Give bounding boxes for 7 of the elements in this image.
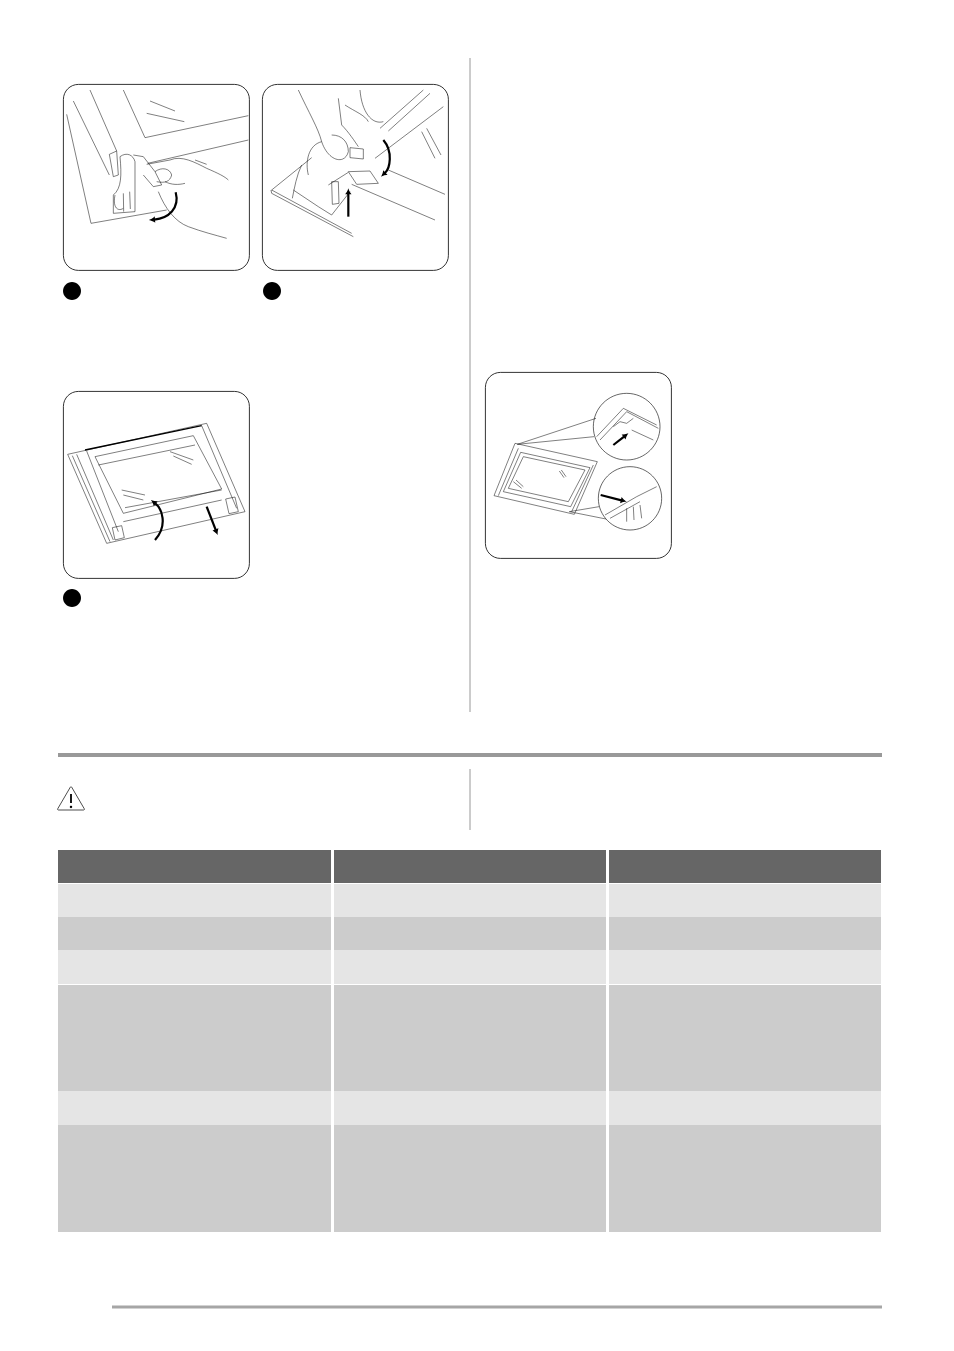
step-badge [63, 282, 81, 300]
oven-hinge-drawing [63, 84, 250, 271]
oven-door-drawing [63, 391, 250, 579]
hinge-lock-drawing [262, 84, 449, 271]
door-glass-drawing [485, 372, 672, 559]
step-badge [263, 282, 281, 300]
step-badge [63, 589, 81, 607]
